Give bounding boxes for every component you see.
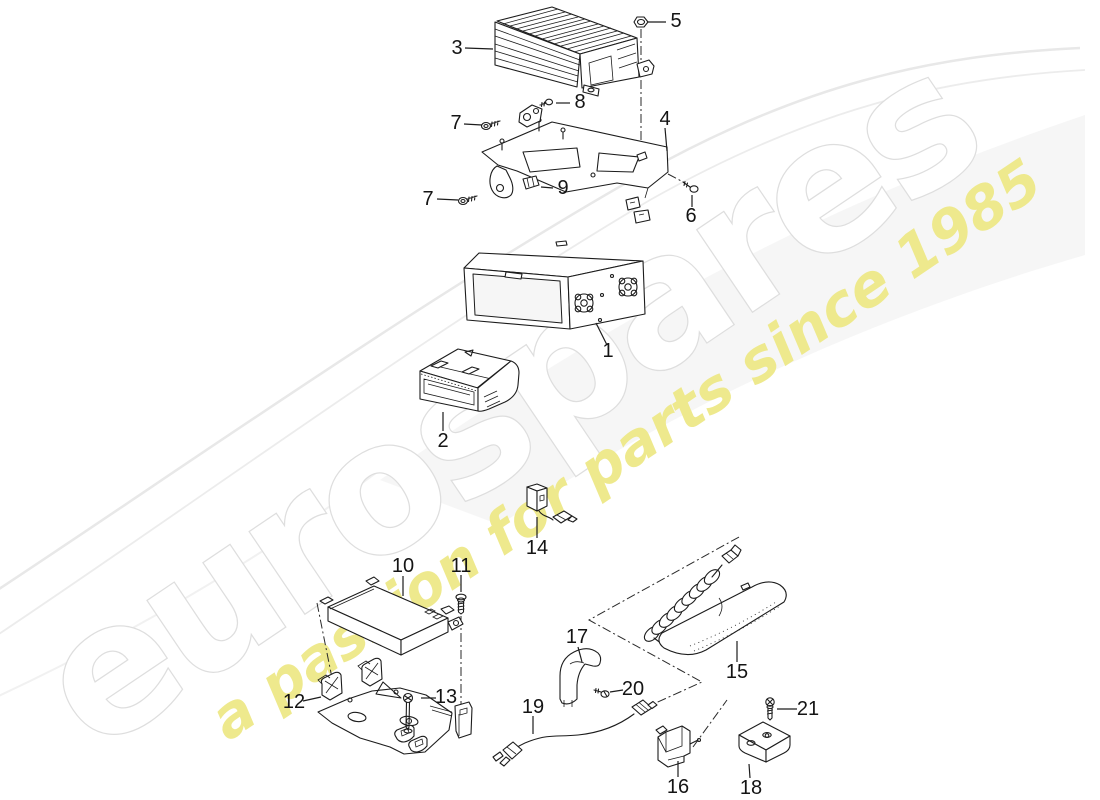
cover-clip — [559, 648, 602, 707]
callout-label-13: 13 — [434, 686, 458, 708]
telephone-handset — [643, 544, 787, 656]
handset-cord — [643, 544, 742, 645]
callout-label-14: 14 — [525, 537, 549, 559]
control-module — [319, 576, 464, 656]
screw-8 — [539, 98, 554, 108]
callout-label-15: 15 — [725, 661, 749, 683]
callout-label-7: 7 — [450, 112, 462, 134]
screw-21 — [765, 697, 775, 721]
leader-lines — [302, 21, 797, 779]
screw-20 — [593, 687, 610, 698]
callout-label-1: 1 — [602, 340, 614, 362]
screw-7-upper — [480, 120, 501, 131]
callout-label-11: 11 — [450, 555, 472, 577]
callout-label-5: 5 — [670, 10, 682, 32]
cable — [492, 699, 658, 767]
hex-nut — [633, 16, 649, 28]
callout-label-12: 12 — [282, 691, 306, 713]
screw-11 — [455, 593, 467, 615]
callout-label-8: 8 — [574, 91, 586, 113]
radio-unit — [463, 240, 646, 330]
callout-label-9: 9 — [557, 177, 569, 199]
callout-label-21: 21 — [796, 698, 820, 720]
callout-label-19: 19 — [521, 696, 545, 718]
hinge-plate — [518, 104, 543, 128]
cd-unit — [419, 348, 520, 412]
screw-6 — [682, 180, 699, 193]
assembly-reference-lines — [316, 29, 740, 748]
callout-label-17: 17 — [565, 626, 589, 648]
screw-13 — [402, 692, 414, 734]
mounting-base — [738, 721, 791, 763]
callout-label-10: 10 — [391, 555, 415, 577]
mounting-bracket — [481, 117, 669, 224]
connector-lead — [526, 483, 578, 524]
screw-7-lower — [457, 195, 478, 206]
callout-label-20: 20 — [621, 678, 645, 700]
retaining-bracket — [655, 725, 702, 768]
clip-9 — [522, 175, 540, 190]
callout-label-6: 6 — [685, 205, 697, 227]
lower-bracket — [317, 657, 473, 755]
watermark-swoosh — [0, 46, 1086, 697]
mount-boss-front — [574, 293, 594, 313]
callout-label-18: 18 — [739, 777, 763, 799]
callout-label-3: 3 — [451, 37, 463, 59]
callout-label-16: 16 — [666, 776, 690, 798]
amplifier — [494, 6, 655, 97]
callout-label-4: 4 — [659, 108, 671, 130]
callout-label-2: 2 — [437, 430, 449, 452]
mount-boss-rear — [618, 277, 638, 297]
callout-label-7: 7 — [422, 188, 434, 210]
watermark-brand-text: eurospares — [2, 15, 1013, 791]
